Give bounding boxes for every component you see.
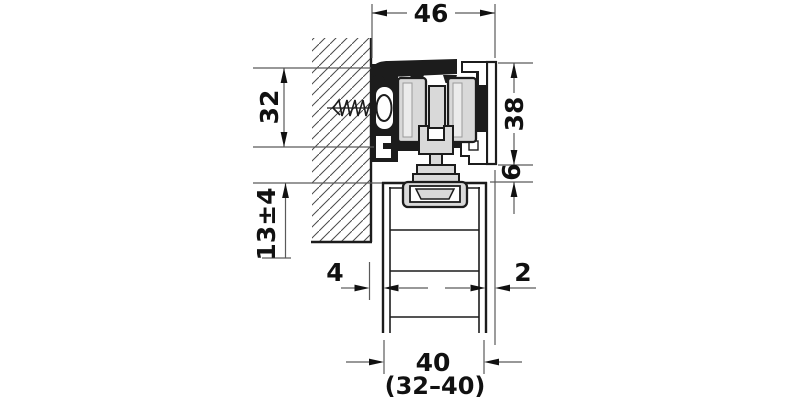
cover-panel	[485, 60, 498, 166]
arrowhead-down	[280, 132, 288, 147]
roller-left-highlight	[402, 82, 413, 138]
screw-thread	[332, 98, 371, 117]
arrowhead-left	[495, 284, 510, 292]
dim-bottom-gap-6: 6	[490, 163, 533, 214]
arrowhead-right	[470, 284, 486, 292]
dim-label-32: 32	[255, 90, 284, 125]
hanger-nut-lower	[412, 173, 460, 183]
dim-label-13: 13±4	[252, 187, 281, 260]
wall-hatch	[312, 38, 371, 242]
hanger-nut-upper	[416, 164, 456, 175]
arrowhead-left	[383, 284, 399, 292]
dim-label-40: 40	[416, 348, 451, 377]
arrowhead-up	[510, 63, 518, 78]
arrowhead-right	[369, 358, 384, 366]
arrowhead-left	[372, 9, 387, 17]
hanger-bolt	[429, 153, 443, 166]
cover-profile	[460, 60, 498, 166]
arrowhead-up	[280, 68, 288, 83]
arrowhead-down	[510, 150, 518, 165]
dim-wall-gap-4: 4	[326, 258, 428, 300]
arrowhead-up	[282, 183, 289, 198]
dim-label-46: 46	[414, 0, 449, 28]
dim-top-clearance-13: 13±4	[252, 182, 382, 261]
arrowhead-up	[510, 182, 518, 197]
carriage-body	[428, 85, 446, 129]
arrowhead-right	[354, 284, 370, 292]
dim-door-thickness-40: 40 (32–40)	[346, 340, 522, 400]
dim-label-4: 4	[326, 258, 343, 287]
arrowhead-right	[480, 9, 495, 17]
roller-carriage	[396, 76, 478, 209]
track-side-wall	[476, 72, 487, 148]
mounting-screw	[327, 94, 393, 122]
track-back-hook-cutout	[376, 136, 391, 158]
track-top-lip	[371, 75, 385, 89]
screw-head	[375, 94, 393, 122]
track-top-band	[371, 59, 457, 78]
dim-label-6: 6	[497, 163, 526, 180]
height-adjust-bracket	[418, 125, 454, 155]
dim-label-40-range: (32–40)	[385, 372, 486, 400]
suspension-plate-wedge	[414, 188, 456, 200]
roller-right-highlight	[452, 82, 463, 138]
dim-door-gap-2: 2	[445, 170, 536, 345]
screw-tip	[332, 107, 341, 116]
dim-track-width-46: 46	[371, 0, 496, 58]
dim-label-38: 38	[500, 97, 529, 132]
cover-top-clip	[461, 61, 488, 87]
dim-label-2: 2	[514, 258, 531, 287]
dim-back-height-32: 32	[253, 67, 374, 148]
dim-profile-height-38: 38	[498, 62, 533, 166]
arrowhead-left	[484, 358, 499, 366]
